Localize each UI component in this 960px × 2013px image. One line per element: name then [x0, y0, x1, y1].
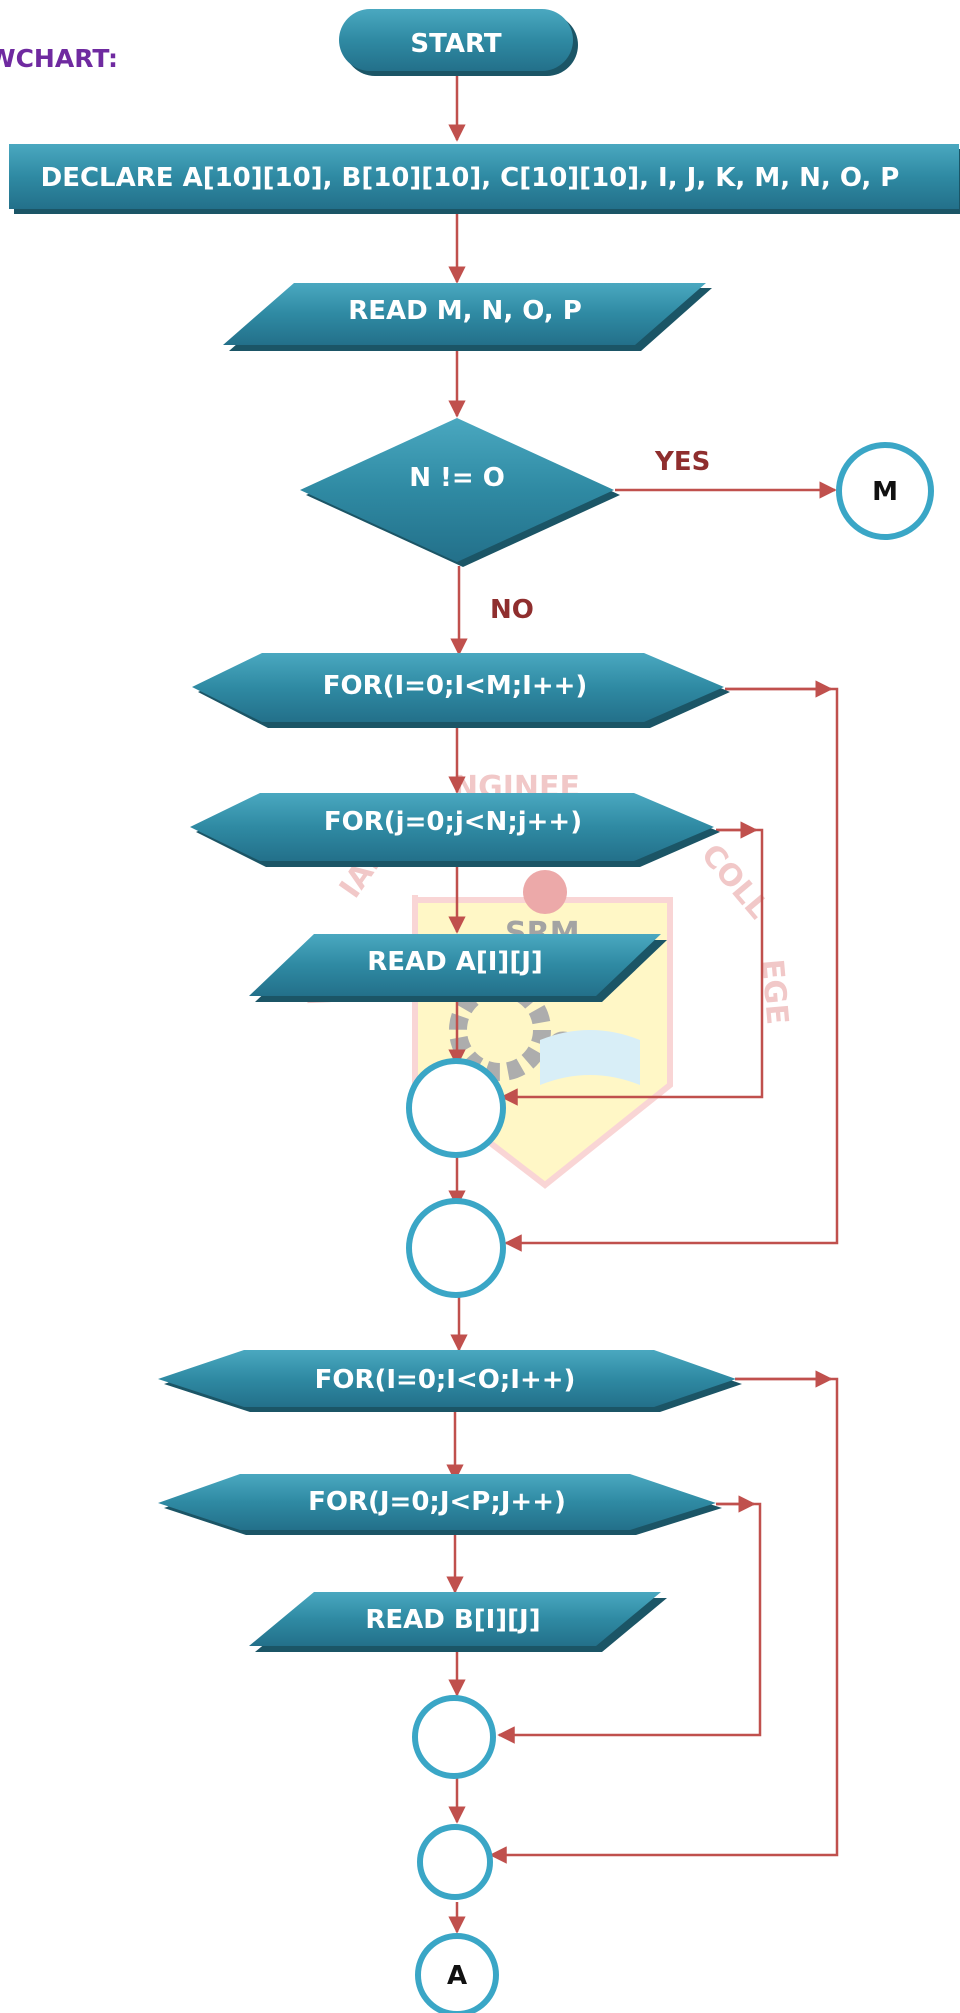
read-mnop-io: READ M, N, O, P	[223, 283, 712, 351]
for-j-loop-a: FOR(j=0;j<N;j++)	[190, 793, 720, 867]
declare-process: DECLARE A[10][10], B[10][10], C[10][10],…	[9, 144, 960, 214]
watermark-arc-text-2: COLL	[694, 838, 776, 926]
connector-a-label: A	[447, 1961, 467, 1991]
connector-m-label: M	[872, 477, 898, 507]
read-b-label: READ B[I][J]	[365, 1605, 540, 1635]
for-i-loop-a: FOR(I=0;I<M;I++)	[192, 653, 730, 728]
loop-end-connector-i-b	[417, 1824, 493, 1900]
for-i-loop-a-label: FOR(I=0;I<M;I++)	[323, 671, 588, 701]
for-j-loop-a-label: FOR(j=0;j<N;j++)	[324, 807, 582, 837]
loop-end-connector-j-b	[412, 1695, 496, 1779]
flowchart-heading: WCHART:	[0, 44, 118, 73]
for-j-loop-b: FOR(J=0;J<P;J++)	[158, 1474, 722, 1535]
decision-n-not-o: N != O	[300, 418, 620, 567]
loop-end-connector-i-a	[406, 1198, 506, 1298]
start-label: START	[410, 29, 501, 59]
connector-a: A	[415, 1933, 499, 2013]
for-i-loop-b: FOR(I=0;I<O;I++)	[158, 1350, 742, 1412]
start-terminator: START	[339, 9, 578, 76]
read-b-io: READ B[I][J]	[249, 1592, 667, 1652]
declare-label: DECLARE A[10][10], B[10][10], C[10][10],…	[41, 163, 900, 193]
flow-arrows	[446, 75, 839, 1934]
yes-branch-label: YES	[654, 447, 710, 477]
read-mnop-label: READ M, N, O, P	[348, 296, 582, 326]
loop-end-connector-j-a	[406, 1058, 506, 1158]
decision-label: N != O	[409, 463, 505, 493]
for-i-loop-b-label: FOR(I=0;I<O;I++)	[315, 1365, 576, 1395]
watermark-arc-text-3: EGE	[754, 958, 795, 1026]
read-a-label: READ A[I][J]	[367, 947, 543, 977]
for-j-loop-b-label: FOR(J=0;J<P;J++)	[308, 1487, 566, 1517]
connector-m: M	[836, 442, 934, 540]
read-a-io: READ A[I][J]	[249, 934, 667, 1002]
no-branch-label: NO	[490, 595, 534, 625]
